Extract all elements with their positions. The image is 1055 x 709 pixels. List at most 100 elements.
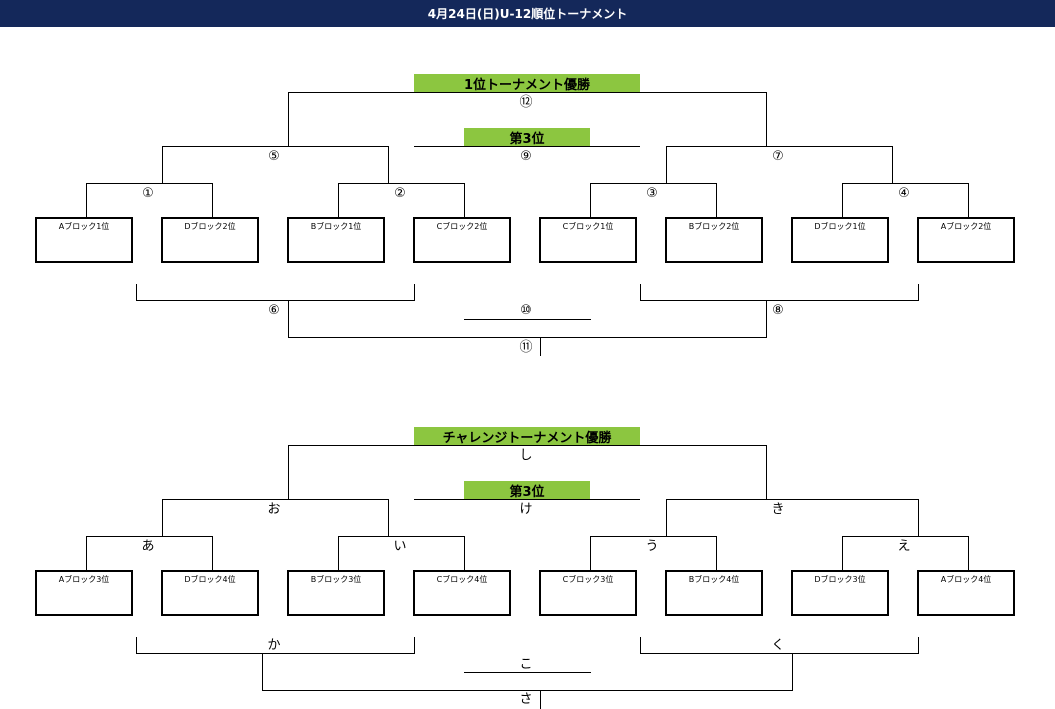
bottom-match-label: け [519, 502, 533, 517]
top-match-label: ⑪ [519, 340, 533, 355]
connector [792, 653, 793, 690]
connector [338, 183, 465, 184]
team-label: Bブロック1位 [310, 222, 362, 231]
team-label: Cブロック2位 [436, 222, 488, 231]
connector [86, 183, 87, 217]
connector [136, 637, 137, 654]
connector [288, 300, 289, 337]
connector [136, 300, 415, 301]
bottom-match-label: え [897, 539, 911, 554]
connector [86, 536, 87, 570]
connector [162, 499, 389, 500]
team-label: Bブロック3位 [310, 575, 362, 584]
team-label: Dブロック3位 [814, 575, 866, 584]
bottom-match-label: か [267, 638, 281, 653]
top-final-left-drop [288, 92, 289, 146]
team-label: Aブロック2位 [940, 222, 992, 231]
team-box: Cブロック3位 [539, 570, 637, 616]
connector [666, 146, 667, 183]
team-label: Cブロック1位 [562, 222, 614, 231]
connector [212, 536, 213, 570]
top-match-label: ⑧ [772, 303, 784, 318]
connector [540, 690, 541, 709]
bottom-match-label: し [519, 448, 533, 463]
team-label: Bブロック2位 [688, 222, 740, 231]
top-match-label: ② [394, 186, 406, 201]
team-box: Cブロック1位 [539, 217, 637, 263]
connector [918, 284, 919, 301]
connector [540, 337, 541, 356]
connector [918, 637, 919, 654]
bottom-match-label: さ [519, 692, 533, 707]
connector [262, 653, 263, 690]
connector [414, 637, 415, 654]
connector [918, 499, 919, 536]
connector [968, 536, 969, 570]
bottom-match-label: く [771, 638, 785, 653]
connector [590, 183, 717, 184]
top-match-label: ⑥ [268, 303, 280, 318]
top-match-label: ⑨ [520, 149, 532, 164]
top-final-line [288, 92, 767, 93]
top-match-label: ⑫ [519, 95, 533, 110]
bottom-match-label: こ [519, 657, 533, 672]
team-label: Dブロック4位 [184, 575, 236, 584]
team-box: Dブロック4位 [161, 570, 259, 616]
connector [464, 672, 591, 673]
connector [86, 183, 213, 184]
connector [640, 653, 919, 654]
connector [136, 653, 415, 654]
connector [288, 337, 767, 338]
connector [388, 146, 389, 183]
top-match-label: ④ [898, 186, 910, 201]
team-box: Aブロック1位 [35, 217, 133, 263]
connector [136, 284, 137, 301]
connector [464, 183, 465, 217]
top-third-line [414, 146, 640, 147]
connector [86, 536, 213, 537]
top-match-label: ③ [646, 186, 658, 201]
connector [892, 146, 893, 183]
team-box: Dブロック2位 [161, 217, 259, 263]
top-match-label: ① [142, 186, 154, 201]
connector [842, 536, 969, 537]
connector [414, 499, 640, 500]
team-box: Aブロック3位 [35, 570, 133, 616]
team-box: Aブロック2位 [917, 217, 1015, 263]
top-match-label: ⑤ [268, 149, 280, 164]
page-title: 4月24日(日)U-12順位トーナメント [427, 7, 628, 21]
connector [666, 499, 919, 500]
bottom-match-label: お [267, 502, 281, 517]
connector [288, 445, 289, 499]
bottom-third-place-label: 第3位 [464, 481, 590, 500]
team-label: Aブロック4位 [940, 575, 992, 584]
connector [162, 499, 163, 536]
connector [968, 183, 969, 217]
connector [338, 183, 339, 217]
bottom-winner-label: チャレンジトーナメント優勝 [414, 427, 640, 446]
top-winner-label: 1位トーナメント優勝 [414, 74, 640, 93]
connector [842, 183, 969, 184]
team-box: Bブロック1位 [287, 217, 385, 263]
team-label: Dブロック1位 [814, 222, 866, 231]
connector [666, 499, 667, 536]
connector [464, 319, 591, 320]
connector [590, 536, 717, 537]
team-box: Dブロック1位 [791, 217, 889, 263]
team-label: Aブロック1位 [58, 222, 110, 231]
connector [716, 536, 717, 570]
page-title-bar: 4月24日(日)U-12順位トーナメント [0, 0, 1055, 27]
team-box: Bブロック3位 [287, 570, 385, 616]
connector [162, 146, 163, 183]
top-match-label: ⑦ [772, 149, 784, 164]
bottom-match-label: き [771, 502, 785, 517]
connector [716, 183, 717, 217]
connector [842, 183, 843, 217]
connector [464, 536, 465, 570]
connector [640, 284, 641, 301]
team-box: Bブロック4位 [665, 570, 763, 616]
connector [842, 536, 843, 570]
team-box: Dブロック3位 [791, 570, 889, 616]
connector [640, 300, 919, 301]
top-match-label: ⑩ [520, 303, 532, 318]
